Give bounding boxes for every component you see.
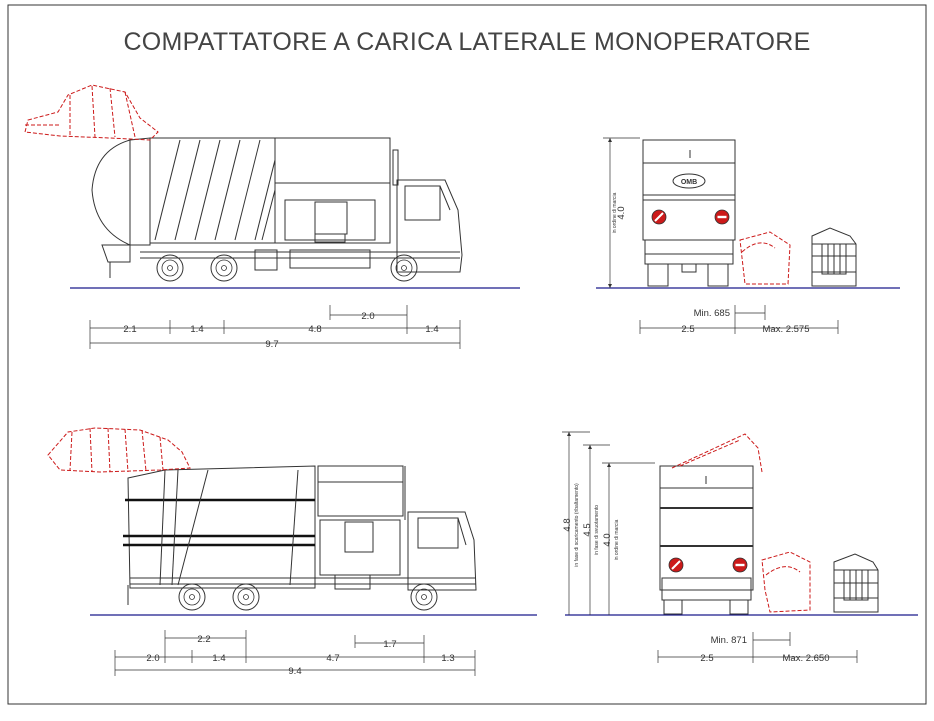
height-note: in ordine di marcia: [612, 192, 618, 233]
wheel: [210, 254, 238, 282]
dim-label: 2.2: [197, 634, 210, 645]
dim-label: 1.4: [425, 324, 438, 335]
no-entry-sign-icon: [714, 209, 730, 225]
height-value: 4.5: [582, 523, 593, 536]
dimension-lines: [89, 305, 461, 349]
dimension-lines: [639, 305, 839, 334]
height-value: 4.0: [602, 533, 613, 546]
bottom-side-view: 2.2 2.0 1.4 4.7 1.7 1.3 9.4: [47, 427, 537, 677]
no-entry-sign-icon: [732, 557, 748, 573]
dim-arrow: [567, 432, 571, 436]
no-entry-sign-icon: [651, 209, 667, 225]
dim-label: 2.5: [700, 653, 713, 664]
drawing-title: COMPATTATORE A CARICA LATERALE MONOPERAT…: [123, 28, 811, 56]
dim-label: 2.0: [361, 311, 374, 322]
dimension-lines: [114, 630, 476, 676]
wheel: [156, 254, 184, 282]
truck-side-icon: [91, 137, 463, 278]
dim-arrow: [608, 138, 612, 142]
dim-label: 2.0: [146, 653, 159, 664]
wheel: [390, 254, 418, 282]
height-value: 4.8: [562, 518, 573, 531]
dim-label: 1.4: [212, 653, 225, 664]
dim-label: 1.4: [190, 324, 203, 335]
dim-label: 1.7: [383, 639, 396, 650]
height-value: 4.0: [616, 206, 627, 219]
bin-lift-arm: [671, 433, 811, 613]
wheel: [410, 583, 438, 611]
truck-side-icon: [123, 465, 477, 605]
truck-rear-icon: [642, 139, 736, 287]
dimension-lines: [657, 632, 858, 663]
dim-label: 1.3: [441, 653, 454, 664]
height-note: in fase di svuotamento: [594, 505, 600, 555]
sheet-border: [7, 4, 927, 705]
dim-label: 9.7: [265, 339, 278, 350]
no-entry-sign-icon: [668, 557, 684, 573]
height-note: in fase di scaricamento (ribaltamento): [574, 483, 580, 567]
height-dimension: [603, 137, 640, 288]
dim-label: 4.7: [326, 653, 339, 664]
height-note: in ordine di marcia: [614, 519, 620, 560]
dim-label: 4.8: [308, 324, 321, 335]
dim-label: 9.4: [288, 666, 301, 677]
truck-rear-icon: [659, 465, 754, 615]
dim-label: Min. 685: [694, 308, 730, 319]
top-rear-view: OMB 4.: [596, 137, 900, 335]
bottom-rear-view: 4.8 in fase di scaricamento (ribaltament…: [562, 431, 918, 664]
bin-lift-arm: [739, 231, 791, 285]
dim-label: Max. 2.575: [763, 324, 810, 335]
dim-arrow: [607, 463, 611, 467]
dim-label: Min. 871: [711, 635, 747, 646]
waste-bin-icon: [811, 227, 857, 287]
height-dimension: [562, 431, 655, 615]
waste-bin-icon: [833, 553, 879, 613]
top-side-view: 2.1 1.4 4.8 2.0 1.4 9.7: [24, 84, 520, 350]
bin-lift-arm: [24, 84, 159, 141]
brand-logo: OMB: [681, 179, 697, 186]
bin-lift-arm: [47, 427, 191, 473]
dim-label: 2.1: [123, 324, 136, 335]
dim-label: 2.5: [681, 324, 694, 335]
dim-label: Max. 2.650: [783, 653, 830, 664]
dim-arrow: [588, 445, 592, 449]
